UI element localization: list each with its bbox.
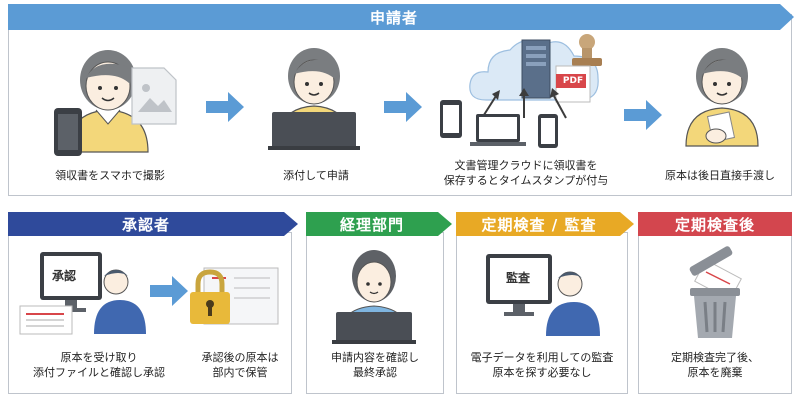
flow-arrow: [384, 92, 422, 122]
laptop-icon: [470, 114, 526, 146]
accounting-person-laptop: [332, 250, 416, 344]
approver-title: 承認者: [121, 215, 170, 234]
approver-monitor-icon: [19, 252, 146, 335]
audit-title: 定期検査 / 監査: [481, 215, 597, 234]
caption-e-audit: 電子データを利用しての監査: [470, 351, 614, 364]
flow-arrow: [206, 92, 244, 122]
after-title: 定期検査後: [674, 215, 755, 234]
smartphone-icon: [538, 114, 558, 148]
caption-discard: 原本を廃棄: [687, 366, 743, 379]
trash-can-icon: [689, 246, 742, 338]
pdf-document-icon: [555, 65, 591, 103]
flow-arrow: [150, 276, 188, 306]
audit-banner: [456, 212, 634, 236]
caption-photo: 領収書をスマホで撮影: [55, 169, 165, 182]
caption-handover: 原本は後日直接手渡し: [665, 169, 775, 182]
caption-verify: 添付ファイルと確認し承認: [33, 366, 165, 379]
caption-cloud-2: 保存するとタイムスタンプが付与: [443, 174, 609, 187]
audit-monitor-label: 監査: [506, 270, 531, 285]
approver-banner: [8, 212, 298, 236]
caption-final: 最終承認: [353, 366, 397, 379]
applicant-title: 申請者: [369, 8, 418, 27]
applicant-person-handover: [685, 48, 759, 147]
audit-monitor-text: 監査: [506, 270, 531, 285]
caption-in-dept: 部内で保管: [212, 366, 268, 379]
caption-cloud-1: 文書管理クラウドに領収書を: [454, 159, 598, 172]
pdf-label: PDF: [562, 76, 584, 86]
caption-check: 申請内容を確認し: [331, 351, 419, 364]
after-banner: [638, 212, 792, 236]
applicant-person-phone: [54, 50, 149, 156]
accounting-banner: [306, 212, 452, 236]
flow-arrow: [624, 100, 662, 130]
applicant-person-laptop: [268, 48, 360, 150]
audit-monitor-icon: [486, 254, 600, 336]
caption-apply: 添付して申請: [283, 169, 349, 182]
caption-no-search: 原本を探す必要なし: [492, 366, 592, 379]
caption-complete: 定期検査完了後、: [671, 351, 759, 364]
caption-stored: 承認後の原本は: [201, 351, 279, 364]
approver-monitor-label: 承認: [52, 268, 76, 283]
smartphone-icon: [440, 100, 462, 138]
approver-monitor-text: 承認: [52, 268, 76, 283]
timestamp-stamp-icon: [572, 34, 602, 66]
caption-receive: 原本を受け取り: [60, 351, 138, 364]
lock-storage-icon: [190, 267, 279, 325]
photo-document-icon: [131, 67, 177, 125]
applicant-banner: [8, 4, 794, 30]
accounting-title: 経理部門: [339, 215, 404, 234]
